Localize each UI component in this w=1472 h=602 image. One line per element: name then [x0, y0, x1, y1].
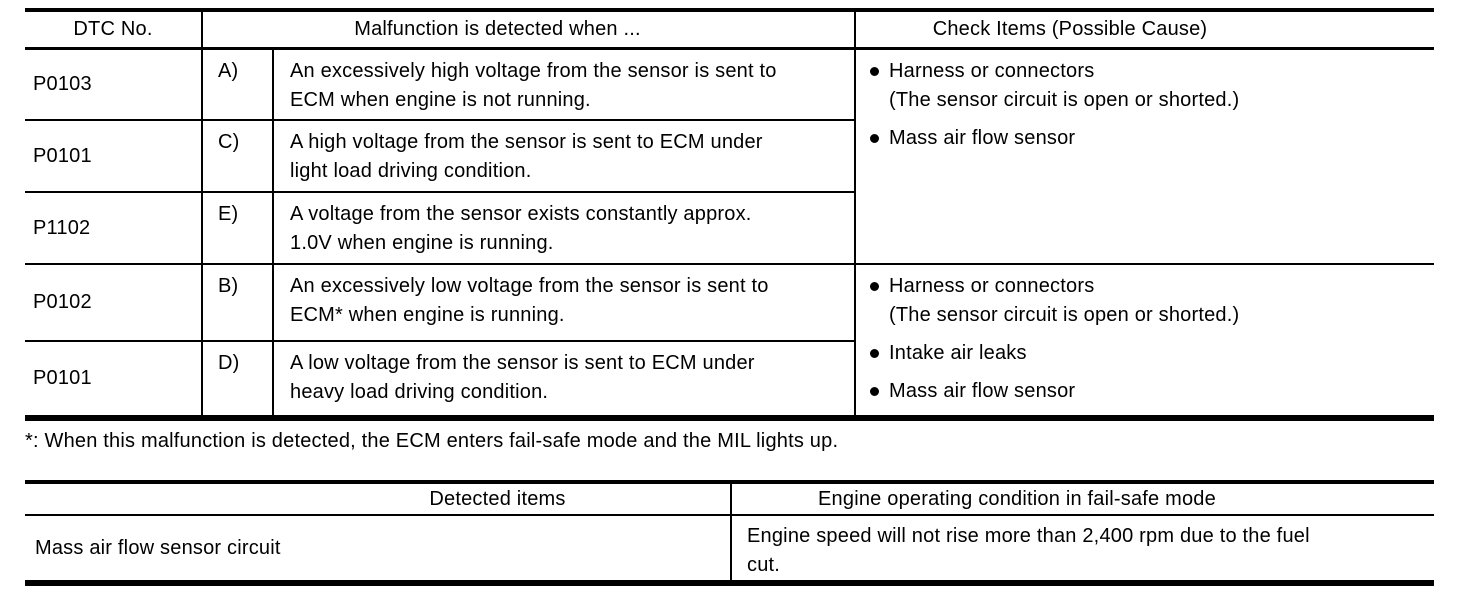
header-detected-items: Detected items	[25, 482, 731, 516]
footnote: *: When this malfunction is detected, th…	[25, 430, 839, 452]
header-engine-condition-label: Engine operating condition in fail-safe …	[818, 487, 1216, 510]
header-malfunction: Malfunction is detected when ...	[201, 10, 855, 50]
header-check-items: Check Items (Possible Cause)	[854, 10, 1434, 50]
table-row: P0102 B) An excessively low voltage from…	[25, 263, 1434, 418]
check-item: Harness or connectors (The sensor circui…	[870, 272, 1428, 330]
condition-letter-cell: B)	[201, 263, 273, 341]
dtc-code-cell: P1102	[25, 191, 202, 264]
check-item-text: Mass air flow sensor	[889, 126, 1076, 149]
check-items-cell: Harness or connectors (The sensor circui…	[854, 48, 1434, 264]
header-malfunction-label: Malfunction is detected when ...	[354, 17, 641, 40]
failsafe-table: Detected items Engine operating conditio…	[25, 480, 1434, 586]
dtc-code-cell: P0102	[25, 263, 202, 341]
header-detected-items-label: Detected items	[429, 487, 566, 510]
dtc-code-cell: P0101	[25, 340, 202, 418]
dtc-code-cell: P0101	[25, 119, 202, 192]
detected-item-cell: Mass air flow sensor circuit	[35, 536, 281, 559]
check-item-text: Harness or connectors (The sensor circui…	[889, 59, 1240, 111]
check-item-text: Harness or connectors (The sensor circui…	[889, 275, 1240, 326]
bullet-icon	[870, 282, 879, 291]
check-items-cell: Harness or connectors (The sensor circui…	[854, 263, 1434, 418]
bullet-icon	[870, 133, 879, 143]
table-row: P0101 D) A low voltage from the sensor i…	[25, 340, 1434, 418]
header-check-items-label: Check Items (Possible Cause)	[932, 17, 1208, 40]
header-engine-condition: Engine operating condition in fail-safe …	[730, 482, 1434, 516]
dtc-table: DTC No. Malfunction is detected when ...…	[25, 8, 1434, 421]
header-dtc-no-label: DTC No.	[73, 17, 153, 40]
malfunction-text-cell: An excessively low voltage from the sens…	[272, 263, 855, 341]
malfunction-text-cell: A high voltage from the sensor is sent t…	[272, 119, 855, 192]
dtc-table-header-row: DTC No. Malfunction is detected when ...…	[25, 10, 1434, 50]
check-item-text: Mass air flow sensor	[889, 380, 1076, 402]
dtc-code-cell: P0103	[33, 72, 92, 95]
bullet-icon	[870, 387, 879, 396]
check-item: Mass air flow sensor	[870, 377, 1428, 406]
check-item: Intake air leaks	[870, 339, 1428, 368]
condition-letter-cell: D)	[201, 340, 273, 418]
failsafe-header-row: Detected items Engine operating conditio…	[25, 482, 1434, 516]
table-row: P0103 A) An excessively high voltage fro…	[25, 48, 1434, 264]
check-item-text: Intake air leaks	[889, 342, 1027, 364]
table-row: P1102 E) A voltage from the sensor exist…	[25, 191, 1434, 264]
bullet-icon	[870, 349, 879, 358]
check-item: Harness or connectors (The sensor circui…	[870, 57, 1428, 115]
condition-letter-cell: E)	[201, 191, 273, 264]
malfunction-text-cell: A voltage from the sensor exists constan…	[272, 191, 855, 264]
condition-letter-cell: C)	[201, 119, 273, 192]
malfunction-text-cell: An excessively high voltage from the sen…	[272, 48, 855, 120]
check-item: Mass air flow sensor	[870, 124, 1428, 153]
table-row: P0101 C) A high voltage from the sensor …	[25, 119, 1434, 192]
condition-letter-cell: A)	[201, 48, 273, 120]
bullet-icon	[870, 66, 879, 76]
header-dtc-no: DTC No.	[25, 10, 202, 50]
table-row: Mass air flow sensor circuit Engine spee…	[25, 515, 1434, 583]
engine-condition-cell: Engine speed will not rise more than 2,4…	[730, 515, 1434, 583]
malfunction-text-cell: A low voltage from the sensor is sent to…	[272, 340, 855, 418]
